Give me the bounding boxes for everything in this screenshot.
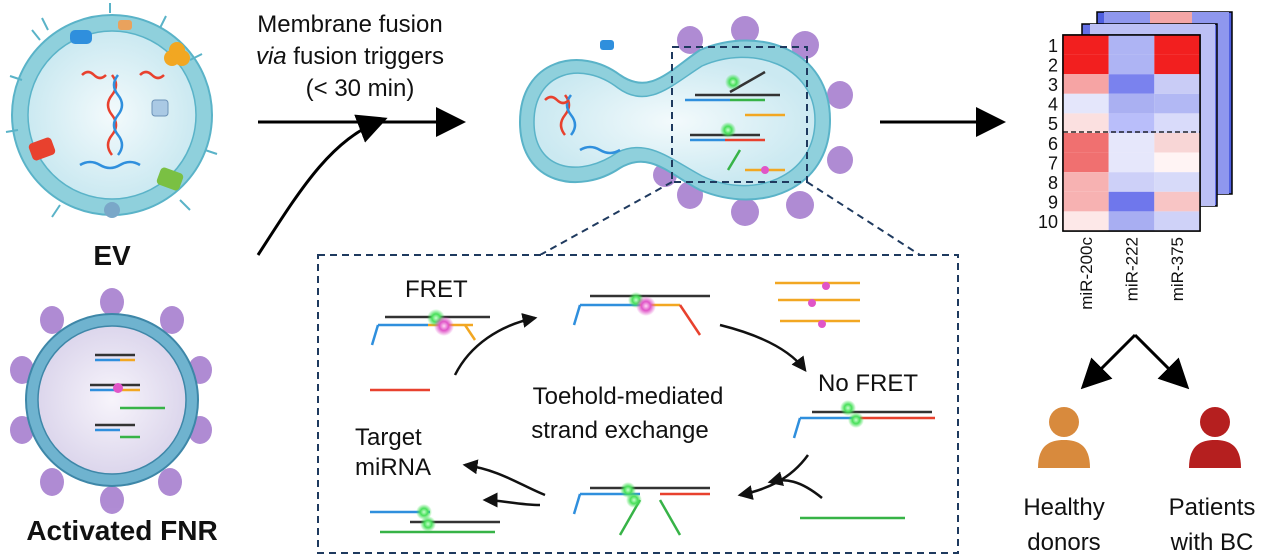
heatmap-cell	[1063, 172, 1109, 192]
heatmap-row-label: 9	[1048, 193, 1058, 213]
heatmap-cell	[1063, 74, 1109, 94]
fusion-protein-icon	[10, 288, 212, 514]
heatmap-cell	[1108, 54, 1155, 75]
fret-label: FRET	[405, 276, 468, 303]
patients-label-line2: with BC	[1170, 529, 1254, 556]
heatmap-cell	[1063, 133, 1109, 153]
heatmap-cell	[1063, 54, 1109, 75]
heatmap-cell	[1108, 133, 1155, 153]
healthy-donor-icon	[1038, 407, 1090, 468]
heatmap-cell	[1108, 191, 1155, 212]
healthy-label-line1: Healthy	[1023, 494, 1104, 521]
toehold-label-line2: strand exchange	[531, 417, 708, 444]
heatmap-cell	[1108, 74, 1155, 94]
heatmap-row-label: 8	[1048, 173, 1058, 193]
heatmap-cell	[1154, 35, 1200, 55]
heatmap-cell	[1063, 152, 1109, 173]
heatmap-row-label: 6	[1048, 134, 1058, 154]
toehold-label-line1: Toehold-mediated	[533, 383, 724, 410]
fnr-label: Activated FNR	[26, 515, 217, 546]
heatmap-cell	[1154, 172, 1200, 192]
ev-vesicle: EV	[5, 3, 218, 271]
fusion-arrow	[256, 107, 466, 256]
heatmap-cell	[1154, 152, 1200, 173]
heatmap-column-label: miR-200c	[1077, 237, 1096, 310]
target-label-line1: Target	[355, 424, 422, 451]
fusion-label-line1: Membrane fusion	[257, 11, 442, 38]
heatmap-row-label: 10	[1038, 212, 1058, 232]
heatmap-row-label: 3	[1048, 75, 1058, 95]
mechanism-panel-content: FRET No FRET	[355, 276, 935, 536]
fusion-label-line3: (< 30 min)	[306, 75, 415, 102]
heatmap-cell	[1154, 113, 1200, 133]
heatmap-cell	[1108, 35, 1155, 55]
heatmap-cell	[1154, 211, 1200, 231]
fusion-label-line2: via fusion triggers	[256, 43, 444, 70]
branch-arrows	[1080, 333, 1190, 390]
cargo-rna-icon	[79, 70, 169, 170]
heatmap-cell	[1108, 113, 1155, 133]
heatmap-cell	[1063, 191, 1109, 212]
heatmap-row-label: 7	[1048, 153, 1058, 173]
heatmap-cell	[1154, 74, 1200, 94]
fnr-vesicle: Activated FNR	[10, 288, 218, 546]
ev-label: EV	[93, 240, 131, 271]
heatmap-row-label: 4	[1048, 95, 1058, 115]
heatmap-row-label: 1	[1048, 36, 1058, 56]
no-fret-label: No FRET	[818, 370, 918, 397]
heatmap-cell	[1108, 172, 1155, 192]
heatmap-cell	[1108, 152, 1155, 173]
zoom-probes-icon	[685, 70, 785, 172]
heatmap-cell	[1154, 133, 1200, 153]
heatmap-cell	[1154, 54, 1200, 75]
patients-label-line1: Patients	[1169, 494, 1256, 521]
heatmap-row-label: 5	[1048, 114, 1058, 134]
heatmap-cell	[1154, 93, 1200, 114]
heatmap-cell	[1063, 93, 1109, 114]
heatmap-column-label: miR-375	[1168, 237, 1187, 301]
healthy-label-line2: donors	[1027, 529, 1100, 556]
target-label-line2: miRNA	[355, 454, 431, 481]
heatmap-cell	[1063, 113, 1109, 133]
heatmap-row-label: 2	[1048, 55, 1058, 75]
heatmap-cell	[1108, 93, 1155, 114]
heatmap-cell	[1154, 191, 1200, 212]
zoom-box	[671, 46, 808, 183]
cycle-arrows	[453, 313, 823, 508]
heatmap-column-label: miR-222	[1123, 237, 1142, 301]
patient-icon	[1189, 407, 1241, 468]
heatmap-column-labels: miR-200c miR-222 miR-375	[1077, 237, 1187, 310]
membrane-protein-icon	[28, 20, 190, 218]
heatmap-cell	[1063, 35, 1109, 55]
heatmap-cell	[1108, 211, 1155, 231]
heatmap-grid	[1062, 34, 1201, 232]
heatmap-cell	[1063, 211, 1109, 231]
